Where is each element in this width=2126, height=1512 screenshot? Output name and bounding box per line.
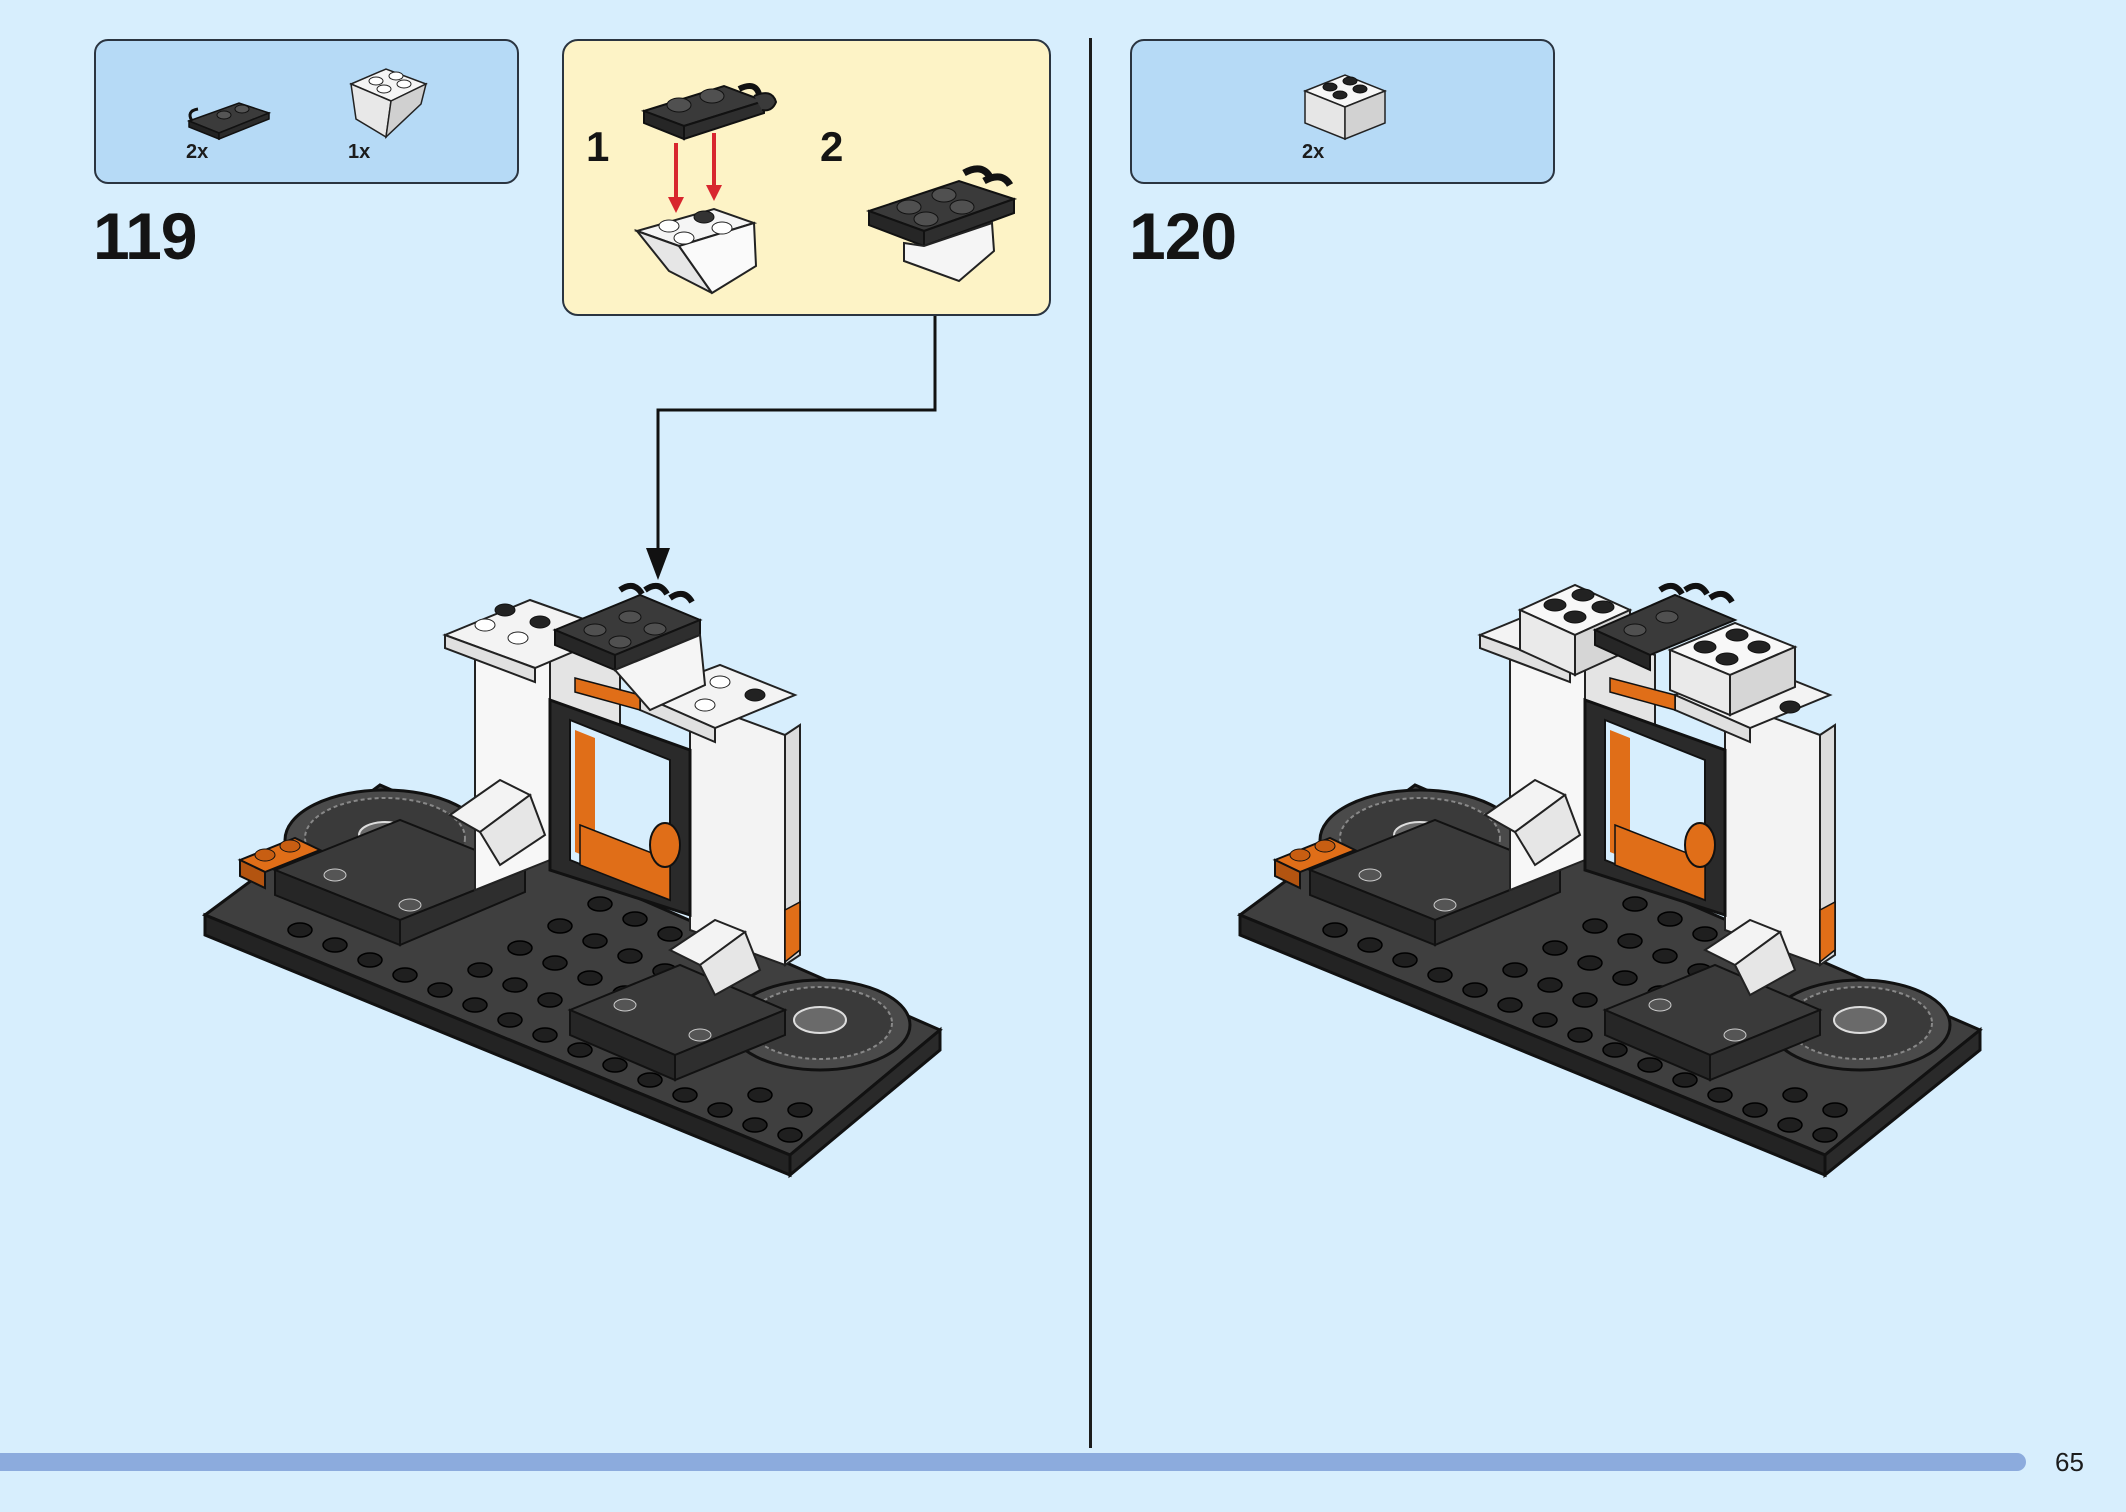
sub-assembly-box: 1 2 [562, 39, 1051, 316]
substep-1-illustration [633, 82, 778, 295]
parts-list-box-step-119: 2x 1x [94, 39, 519, 184]
step-number: 119 [93, 199, 197, 273]
page-divider [1089, 38, 1092, 1448]
step-number: 120 [1129, 199, 1237, 273]
white-inverted-slope-icon [349, 68, 428, 140]
part-qty-label: 2x [186, 141, 209, 163]
substep-2-illustration [865, 165, 1018, 283]
parts-list-box-step-120: 2x [1130, 39, 1555, 184]
step-119-model-illustration [201, 582, 943, 1179]
substep-label: 1 [586, 123, 610, 170]
progress-bar [0, 1453, 2026, 1471]
white-brick-2x2-icon [1302, 74, 1388, 141]
part-qty-label: 2x [1302, 141, 1325, 163]
step-120-model-illustration [1236, 582, 1983, 1179]
page-number: 65 [2055, 1447, 2084, 1477]
part-qty-label: 1x [348, 141, 371, 163]
black-plate-with-clip-icon [186, 102, 272, 141]
substep-label: 2 [820, 123, 844, 170]
